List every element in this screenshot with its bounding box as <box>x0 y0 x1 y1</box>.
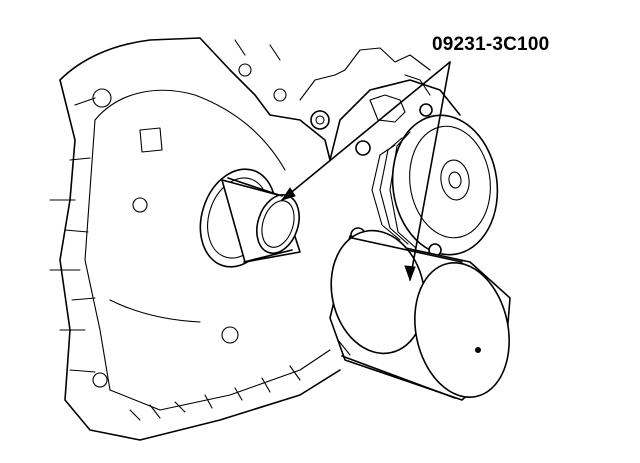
seal-installer-tool <box>329 229 511 401</box>
callout-leaders <box>280 61 451 282</box>
timing-cover <box>49 37 341 441</box>
seal-bore <box>199 168 301 268</box>
part-number-label: 09231-3C100 <box>432 34 550 55</box>
engine-bracket <box>234 39 461 161</box>
